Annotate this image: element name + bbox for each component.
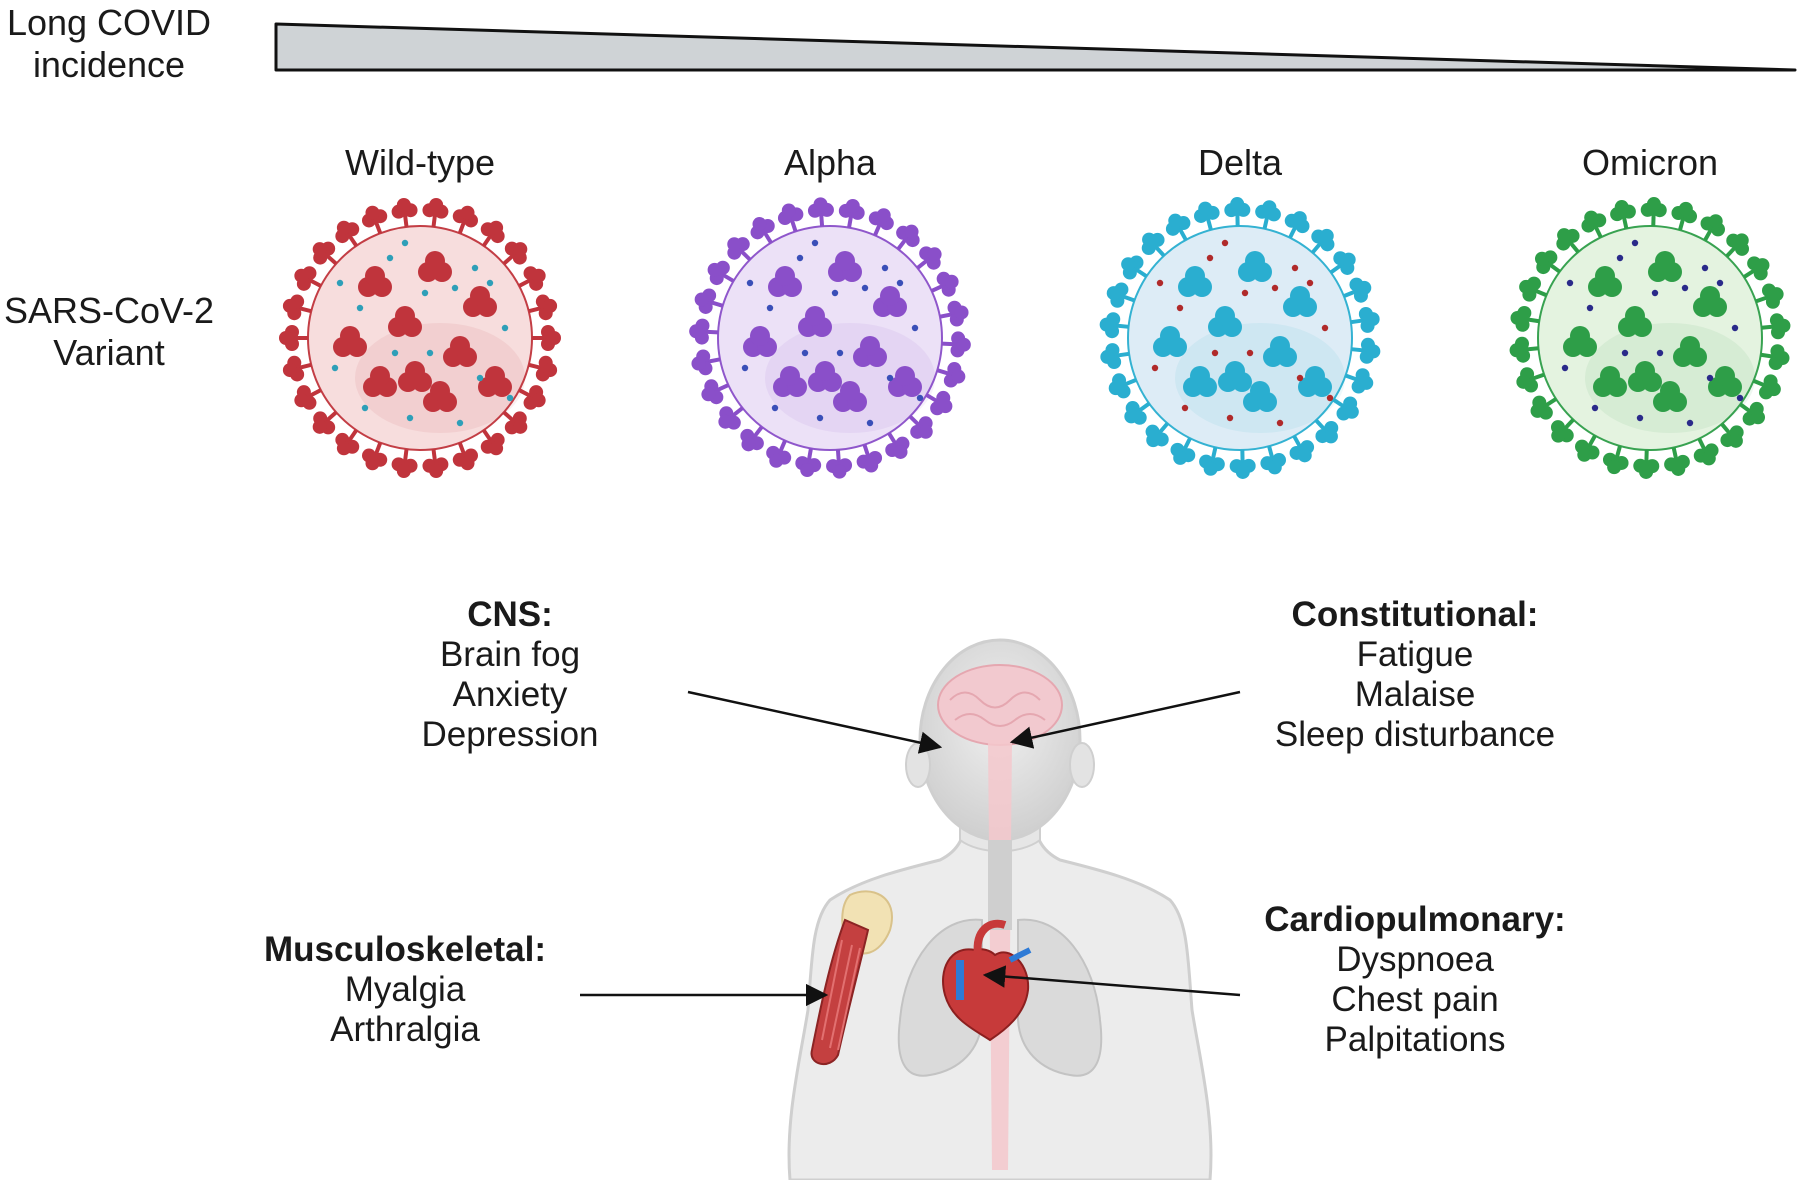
- aorta: [973, 919, 1007, 956]
- variant-name-omicron: Omicron: [1581, 142, 1719, 183]
- cardiopulmonary-item: Dyspnoea: [1336, 940, 1494, 979]
- virus-wild-type: [279, 197, 561, 479]
- incidence-label-line1: Long COVID: [6, 2, 212, 43]
- human-figure: [787, 638, 1213, 1180]
- ear-right: [1069, 742, 1095, 788]
- symptoms-musculoskeletal: Musculoskeletal: Myalgia Arthralgia: [255, 930, 555, 1050]
- symptoms-cardiopulmonary: Cardiopulmonary: Dyspnoea Chest pain Pal…: [1255, 900, 1575, 1060]
- arrow-cns: [687, 690, 943, 754]
- cns-item: Anxiety: [452, 675, 568, 714]
- symptoms-cns: CNS: Brain fog Anxiety Depression: [390, 595, 630, 755]
- cns-item: Depression: [421, 715, 599, 754]
- cardiopulmonary-item: Chest pain: [1331, 980, 1499, 1019]
- cns-title: CNS:: [467, 595, 553, 634]
- pulmonary-vessel: [1008, 947, 1032, 963]
- variant-row-label: SARS-CoV-2 Variant: [0, 290, 218, 374]
- cns-item: Brain fog: [439, 635, 581, 674]
- variant-name-delta: Delta: [1197, 142, 1283, 183]
- variant-row-label-line2: Variant: [53, 332, 165, 374]
- musculoskeletal-title: Musculoskeletal:: [263, 930, 547, 969]
- symptoms-constitutional: Constitutional: Fatigue Malaise Sleep di…: [1250, 595, 1580, 755]
- cardiopulmonary-item: Palpitations: [1324, 1020, 1506, 1059]
- incidence-label-line2: incidence: [32, 44, 186, 86]
- heart: [942, 948, 1030, 1042]
- virus-alpha: [689, 197, 971, 479]
- lung-right: [1017, 918, 1103, 1077]
- constitutional-item: Fatigue: [1356, 635, 1474, 674]
- variant-name-alpha: Alpha: [783, 142, 877, 183]
- brain-folds: [949, 691, 1046, 727]
- ear-left: [905, 742, 931, 788]
- trachea: [988, 840, 1012, 930]
- musculoskeletal-item: Myalgia: [344, 970, 466, 1009]
- constitutional-title: Constitutional:: [1291, 595, 1539, 634]
- variant-row-label-line1: SARS-CoV-2: [3, 290, 215, 331]
- constitutional-item: Malaise: [1354, 675, 1476, 714]
- arm-muscle: [810, 918, 870, 1065]
- incidence-label: Long COVID incidence: [0, 2, 218, 86]
- brain: [937, 664, 1063, 746]
- virus-omicron: [1509, 197, 1791, 479]
- arrow-cardiopulmonary: [982, 965, 1241, 997]
- virus-layer: [279, 197, 1791, 479]
- virus-delta: [1099, 197, 1381, 479]
- cardiopulmonary-title: Cardiopulmonary:: [1264, 900, 1566, 939]
- arm-muscle-fibers: [821, 939, 861, 1051]
- incidence-wedge: [274, 22, 1797, 72]
- variant-name-wild-type: Wild-type: [344, 142, 496, 183]
- constitutional-item: Sleep disturbance: [1274, 715, 1556, 754]
- musculoskeletal-item: Arthralgia: [330, 1010, 480, 1049]
- arrow-constitutional: [1009, 690, 1241, 749]
